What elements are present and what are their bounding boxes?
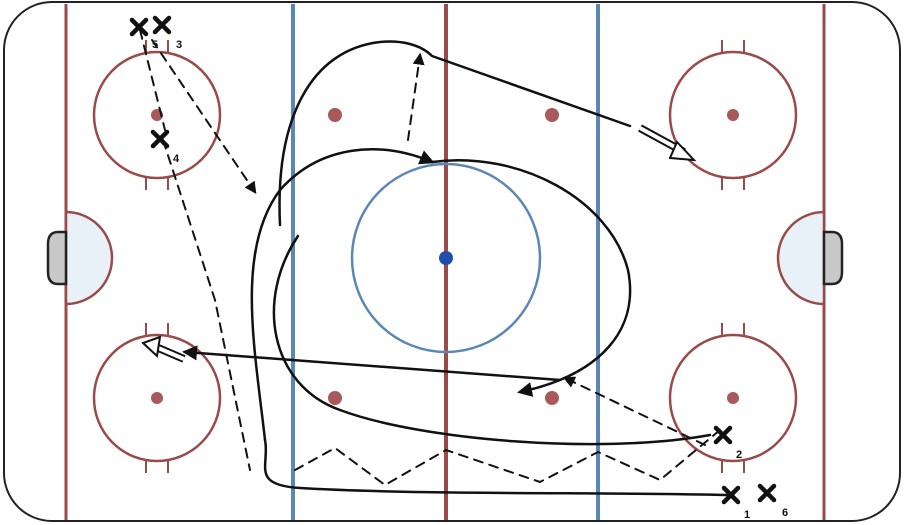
center-faceoff-dot	[439, 251, 453, 265]
player-marker-3[interactable]: 3	[152, 15, 182, 51]
player-label: 6	[782, 507, 788, 519]
player-marker-5[interactable]: 5	[129, 17, 158, 51]
faceoff-circle-right-top	[668, 40, 798, 190]
player-label: 2	[736, 449, 742, 461]
player-x-icon	[129, 17, 149, 37]
solid-route-center-loop	[250, 148, 435, 442]
net-left	[46, 230, 68, 286]
shot-arrow-icon	[638, 124, 697, 162]
neutral-dot-br	[545, 391, 559, 405]
dashed-pass-center	[407, 52, 425, 141]
player-marker-2[interactable]: 2	[713, 425, 742, 461]
solid-route-loop-top	[278, 40, 632, 227]
player-label: 4	[173, 153, 180, 165]
neutral-dot-tl	[328, 108, 342, 122]
solid-pass-left	[182, 345, 562, 382]
dashed-route-5-down	[139, 29, 166, 131]
neutral-dot-bl	[328, 391, 342, 405]
player-label: 3	[176, 39, 182, 51]
neutral-dot-tr	[545, 108, 559, 122]
dashed-pass-2	[562, 376, 706, 446]
solid-route-around-circle	[430, 159, 632, 397]
player-marker-1[interactable]: 1	[721, 485, 750, 521]
solid-route-1	[263, 438, 730, 497]
shot-arrow-icon	[141, 335, 186, 363]
player-x-icon	[757, 483, 777, 503]
player-marker-6[interactable]: 6	[757, 483, 788, 519]
player-label: 1	[744, 509, 750, 521]
crease-right	[776, 210, 826, 306]
player-x-icon	[721, 485, 741, 505]
player-marker-4[interactable]: 4	[150, 129, 180, 165]
faceoff-circle-left-bottom	[92, 323, 222, 473]
drill-routes	[139, 29, 730, 497]
player-label: 5	[152, 39, 158, 51]
crease-left	[64, 210, 114, 306]
player-x-icon	[152, 15, 172, 35]
solid-route-2	[272, 234, 712, 446]
faceoff-circle-right-bottom	[668, 323, 798, 473]
center-circle	[350, 162, 542, 354]
dashed-route-4	[162, 139, 251, 471]
player-x-icon	[713, 425, 733, 445]
net-right	[822, 230, 844, 286]
dashed-route-zigzag	[294, 429, 721, 486]
player-x-icon	[150, 129, 170, 149]
dashed-pass-5	[151, 39, 257, 194]
faceoff-circle-left-top	[92, 40, 222, 190]
